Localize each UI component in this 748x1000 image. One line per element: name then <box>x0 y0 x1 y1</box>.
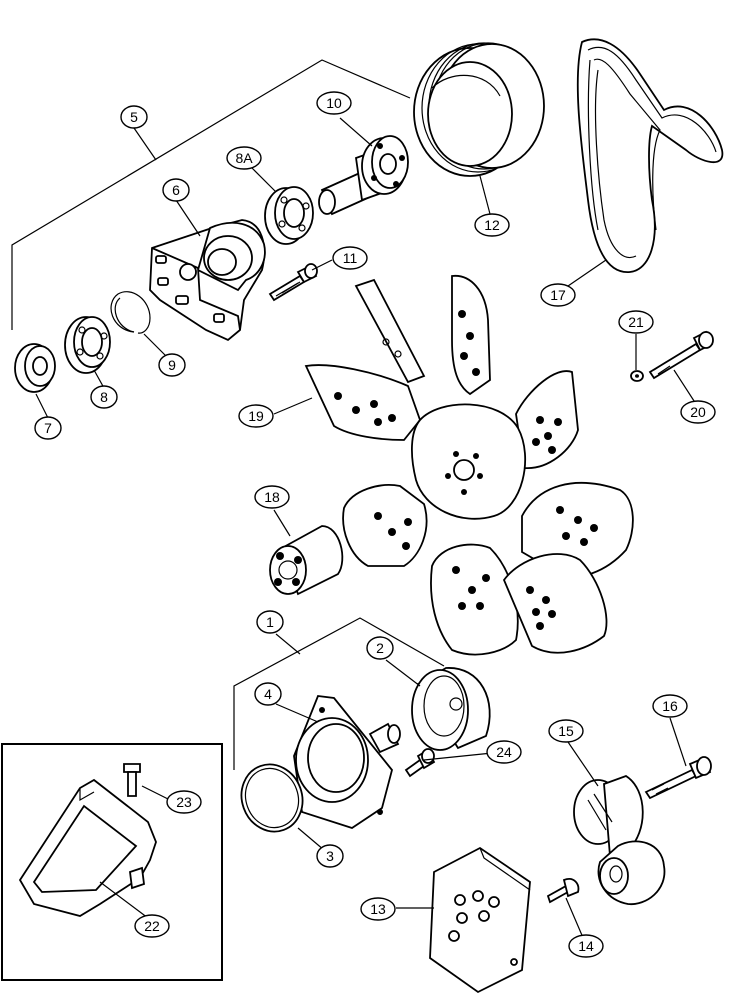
callout-13: 13 <box>360 897 396 921</box>
callout-4: 4 <box>254 682 282 706</box>
callout-24-label: 24 <box>496 744 512 760</box>
callout-4-label: 4 <box>264 686 272 702</box>
belt-17 <box>576 38 724 273</box>
callout-11: 11 <box>332 246 368 270</box>
callout-22-label: 22 <box>144 918 160 934</box>
callout-8-label: 8 <box>100 389 108 405</box>
callout-1-label: 1 <box>266 614 274 630</box>
washer-21 <box>630 370 644 382</box>
callout-18-label: 18 <box>264 489 280 505</box>
tensioner-15 <box>573 775 666 905</box>
bolt-11 <box>268 263 318 302</box>
callout-17-label: 17 <box>550 287 566 303</box>
callout-3: 3 <box>316 844 344 868</box>
callout-23-label: 23 <box>176 794 192 810</box>
leader-lines <box>35 117 697 941</box>
snap-ring-9 <box>110 291 151 334</box>
callout-3-label: 3 <box>326 848 334 864</box>
callout-21: 21 <box>618 310 654 334</box>
callout-16: 16 <box>652 694 688 718</box>
callout-8: 8 <box>90 385 118 409</box>
inset-panel <box>1 743 223 981</box>
callout-5-label: 5 <box>130 109 138 125</box>
callout-20: 20 <box>680 400 716 424</box>
callout-14-label: 14 <box>578 938 594 954</box>
callout-6: 6 <box>162 178 190 202</box>
callout-9-label: 9 <box>168 357 176 373</box>
screw-14 <box>546 878 580 904</box>
callout-21-label: 21 <box>628 314 644 330</box>
callout-7-label: 7 <box>44 420 52 436</box>
callout-12: 12 <box>474 213 510 237</box>
callout-11-label: 11 <box>343 250 358 266</box>
spacer-7 <box>14 343 56 393</box>
callout-10-label: 10 <box>326 95 342 111</box>
callout-19-label: 19 <box>248 408 264 424</box>
hub-housing-6 <box>149 219 266 342</box>
callout-23: 23 <box>166 790 202 814</box>
bolt-24 <box>404 748 436 778</box>
callouts: 5 6 7 8 9 8A 10 11 12 17 21 20 19 18 1 2… <box>34 91 716 958</box>
bolt-16 <box>644 756 712 800</box>
callout-10: 10 <box>316 91 352 115</box>
callout-15-label: 15 <box>558 723 574 739</box>
callout-20-label: 20 <box>690 404 706 420</box>
callout-13-label: 13 <box>370 901 386 917</box>
bolt-23 <box>123 763 141 797</box>
callout-8a-label: 8A <box>235 150 253 166</box>
callout-17: 17 <box>540 283 576 307</box>
callout-24: 24 <box>486 740 522 764</box>
callout-2: 2 <box>366 636 394 660</box>
callout-16-label: 16 <box>662 698 678 714</box>
pulley-12 <box>413 42 545 177</box>
callout-19: 19 <box>238 404 274 428</box>
spacer-18 <box>269 525 344 596</box>
callout-22: 22 <box>134 914 170 938</box>
bearing-8 <box>64 316 111 374</box>
bearing-8a <box>264 186 314 245</box>
callout-9: 9 <box>158 353 186 377</box>
callout-7: 7 <box>34 416 62 440</box>
callout-8a: 8A <box>226 146 262 170</box>
callout-15: 15 <box>548 719 584 743</box>
idler-pulley-2 <box>411 667 491 751</box>
mounting-plate-13 <box>429 846 531 994</box>
bracket-22 <box>18 778 157 917</box>
fan-19 <box>304 275 634 656</box>
callout-12-label: 12 <box>484 217 500 233</box>
callout-6-label: 6 <box>172 182 180 198</box>
callout-18: 18 <box>254 485 290 509</box>
group-bracket-5 <box>11 59 411 330</box>
callout-14: 14 <box>568 934 604 958</box>
callout-2-label: 2 <box>376 640 384 656</box>
callout-1: 1 <box>256 610 284 634</box>
shaft-10 <box>318 135 409 216</box>
water-pump-4 <box>293 695 401 829</box>
callout-5: 5 <box>120 105 148 129</box>
o-ring-3 <box>240 763 304 833</box>
bolt-20 <box>648 330 714 380</box>
